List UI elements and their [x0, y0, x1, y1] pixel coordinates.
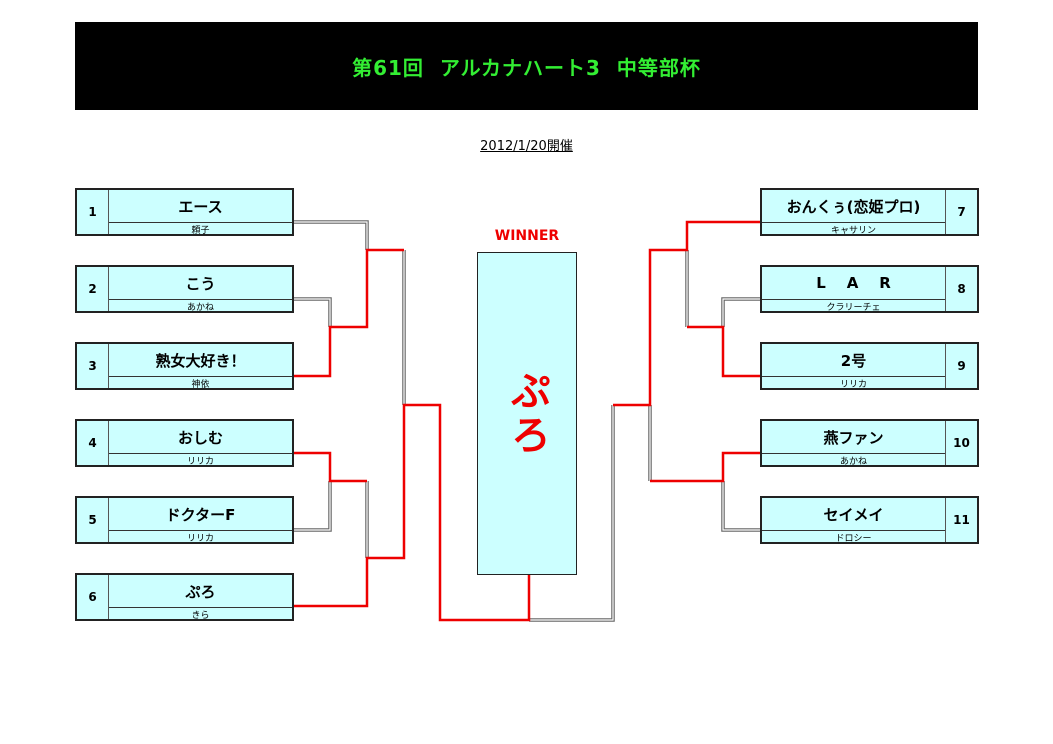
entry-name: L A R [762, 267, 945, 300]
entry-name: 2号 [762, 344, 945, 377]
winner-label: WINNER [494, 228, 560, 244]
lose-line [529, 405, 614, 621]
entry-player: リリカ [839, 379, 867, 390]
entry-seed: 5 [77, 498, 109, 542]
winner-box: ぷろ [477, 252, 577, 575]
win-line [294, 403, 531, 622]
entry-name: ドクターF [109, 498, 292, 531]
entry-player: リリカ [186, 533, 214, 544]
lose-line [294, 481, 331, 531]
win-line [613, 220, 760, 407]
page-title: 第61回 アルカナハート3 中等部杯 [352, 55, 701, 80]
win-line [687, 325, 760, 378]
entry-player: ドロシー [835, 533, 872, 544]
entry-player: 神依 [191, 379, 210, 390]
losing-paths [294, 220, 760, 622]
entry-name: 熟女大好き！ [109, 344, 292, 377]
entry-name: おんくぅ(恋姫プロ) [762, 190, 945, 223]
entry-player: 頼子 [191, 225, 210, 236]
entry-name: 燕ファン [762, 421, 945, 454]
winner-name: ぷろ [504, 369, 550, 458]
lose-line [294, 298, 331, 327]
event-date: 2012/1/20開催 [0, 135, 1053, 154]
entry-seed: 8 [945, 267, 977, 311]
entry-name: セイメイ [762, 498, 945, 531]
entry-player: リリカ [186, 456, 214, 467]
title-banner: 第61回 アルカナハート3 中等部杯 [75, 22, 978, 110]
winning-paths [294, 220, 760, 622]
entry-seed: 3 [77, 344, 109, 388]
entry-player: きら [191, 610, 210, 621]
event-date-text: 2012/1/20開催 [480, 139, 573, 154]
lose-line [294, 220, 369, 250]
lose-line [294, 481, 332, 532]
entry-seed: 7 [945, 190, 977, 234]
entry-seed: 11 [945, 498, 977, 542]
entry-seed: 6 [77, 575, 109, 619]
entry-player: キャサリン [830, 225, 876, 236]
win-line [294, 451, 367, 483]
entry-name: こう [109, 267, 292, 300]
lose-line [294, 297, 332, 327]
lose-line [294, 221, 368, 250]
lose-line [721, 297, 760, 327]
lose-line [722, 298, 760, 327]
entry-seed: 10 [945, 421, 977, 465]
entry-player: あかね [839, 456, 867, 467]
win-line [294, 248, 404, 378]
entry-seed: 1 [77, 190, 109, 234]
entry-name: ぷろ [109, 575, 292, 608]
entry-player: クラリーチェ [826, 302, 881, 313]
entry-name: おしむ [109, 421, 292, 454]
win-line [650, 451, 760, 483]
entry-name: エース [109, 190, 292, 223]
entry-player: あかね [186, 302, 214, 313]
entry-seed: 2 [77, 267, 109, 311]
entry-seed: 9 [945, 344, 977, 388]
entry-seed: 4 [77, 421, 109, 465]
lose-line [722, 481, 760, 531]
lose-line [721, 481, 760, 532]
